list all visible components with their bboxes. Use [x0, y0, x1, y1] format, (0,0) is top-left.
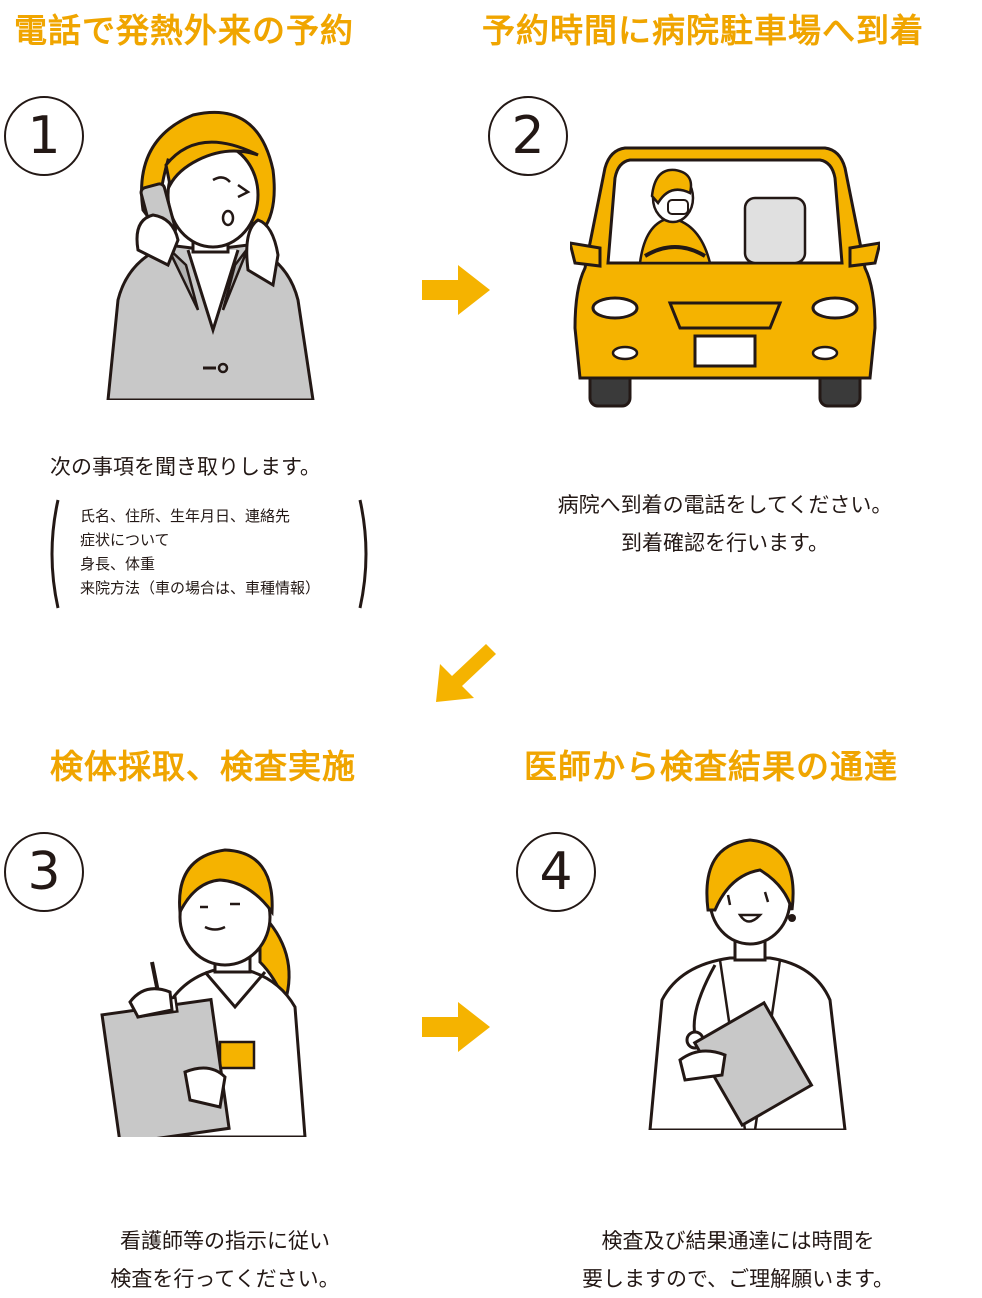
- step2-number: 2: [488, 96, 568, 176]
- step4-number: 4: [516, 832, 596, 912]
- phone-call-woman-icon: [98, 100, 338, 400]
- arrow-right-icon: [422, 1002, 490, 1052]
- step1-number: 1: [4, 96, 84, 176]
- step1-items: 氏名、住所、生年月日、連絡先 症状について 身長、体重 来院方法（車の場合は、車…: [80, 504, 360, 600]
- doctor-clipboard-icon: [640, 830, 850, 1130]
- left-paren: [46, 498, 60, 610]
- step3-title: 検体採取、検査実施: [50, 740, 356, 788]
- step1-title: 電話で発熱外来の予約: [14, 4, 354, 52]
- step4-description: 検査及び結果通達には時間を 要しますので、ご理解願います。: [518, 1222, 958, 1298]
- right-paren: [358, 498, 372, 610]
- list-item: 身長、体重: [80, 552, 360, 576]
- car-driver-icon: [570, 138, 880, 408]
- description-line: 検査を行ってください。: [30, 1260, 420, 1298]
- step3-description: 看護師等の指示に従い 検査を行ってください。: [30, 1222, 420, 1298]
- step2-title: 予約時間に病院駐車場へ到着: [482, 4, 924, 52]
- step2-description: 病院へ到着の電話をしてください。 到着確認を行います。: [500, 486, 950, 562]
- step4-title: 医師から検査結果の通達: [524, 740, 898, 788]
- step3-number: 3: [4, 832, 84, 912]
- description-line: 要しますので、ご理解願います。: [518, 1260, 958, 1298]
- description-line: 到着確認を行います。: [500, 524, 950, 562]
- nurse-clipboard-icon: [100, 832, 330, 1137]
- description-line: 看護師等の指示に従い: [30, 1222, 420, 1260]
- description-line: 検査及び結果通達には時間を: [518, 1222, 958, 1260]
- list-item: 来院方法（車の場合は、車種情報）: [80, 576, 360, 600]
- list-item: 氏名、住所、生年月日、連絡先: [80, 504, 360, 528]
- description-line: 病院へ到着の電話をしてください。: [500, 486, 950, 524]
- list-item: 症状について: [80, 528, 360, 552]
- arrow-down-left-icon: [436, 640, 496, 702]
- step1-description: 次の事項を聞き取りします。: [50, 448, 390, 486]
- arrow-right-icon: [422, 265, 490, 315]
